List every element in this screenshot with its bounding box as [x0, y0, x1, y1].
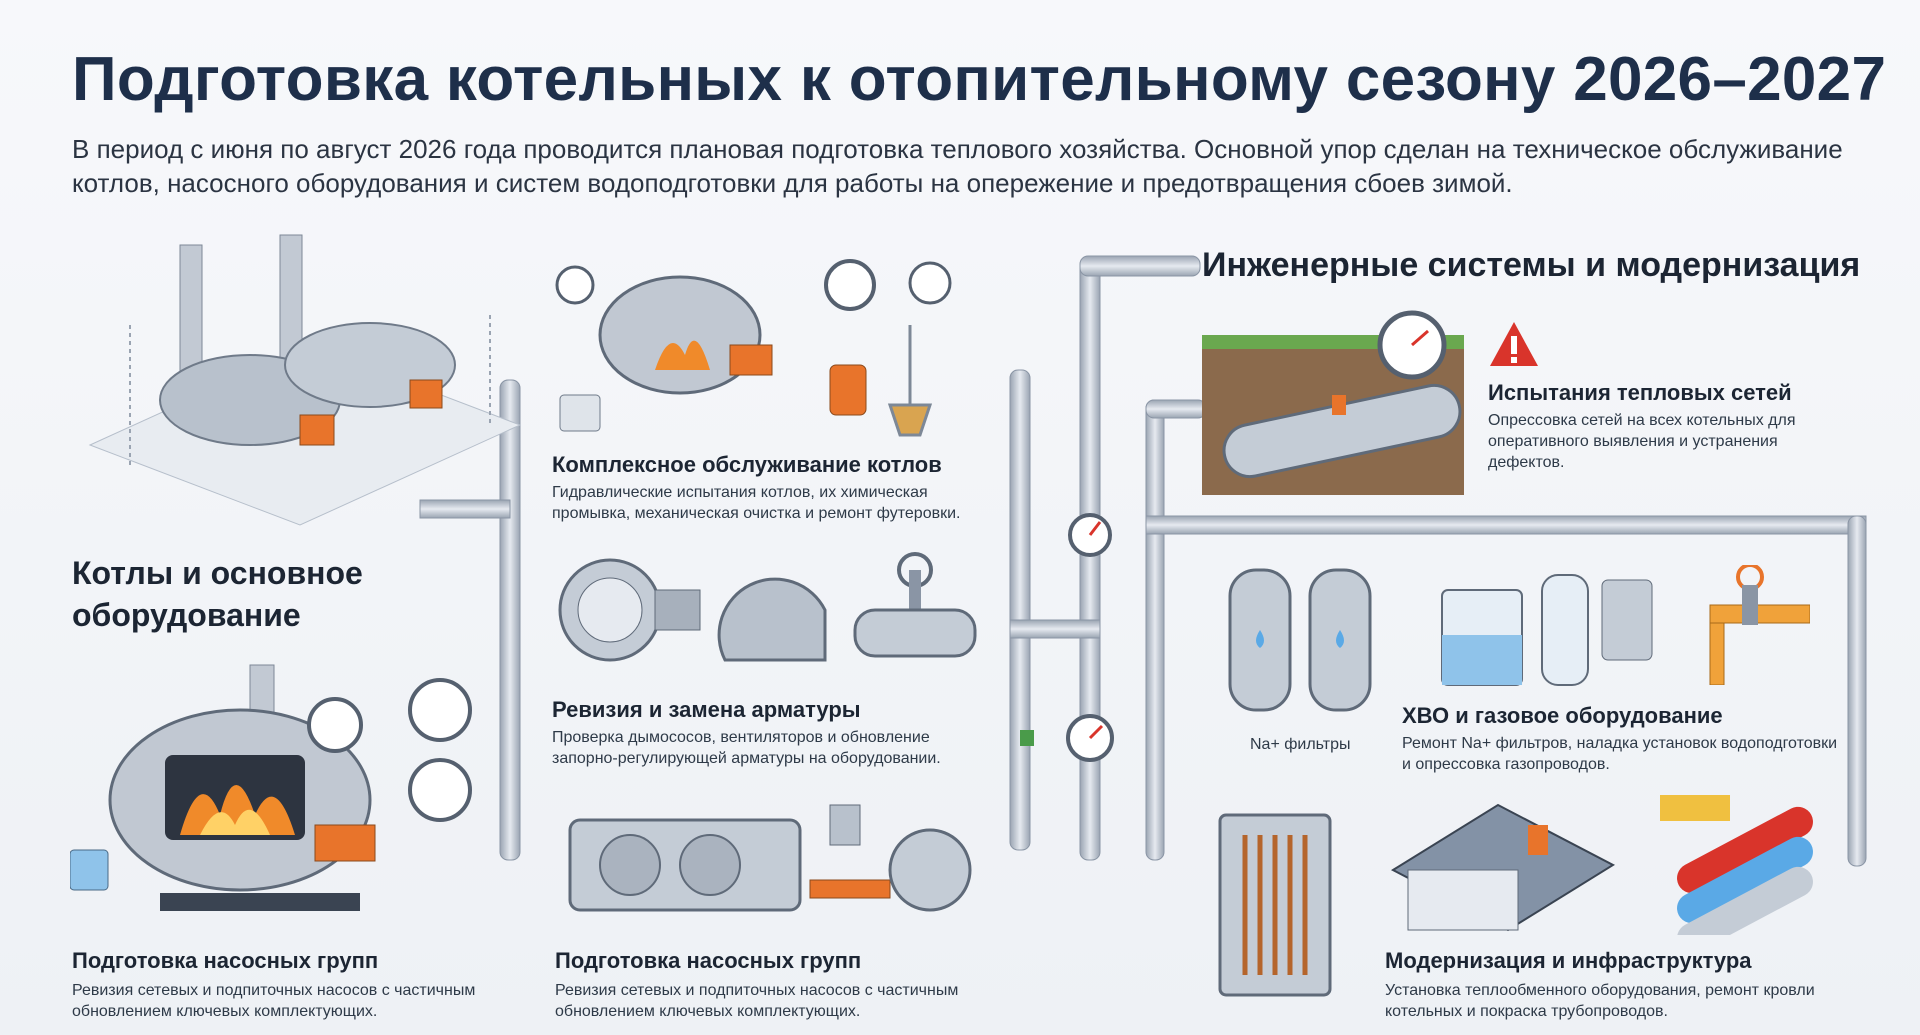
valve-icon — [853, 552, 977, 658]
valve-icon — [1709, 565, 1810, 685]
network-tests-desc: Опрессовка сетей на всех котельных для о… — [1488, 412, 1796, 471]
pumps-desc: Ревизия сетевых и подпиточных насосов с … — [555, 982, 959, 1020]
pressure-gauge-icon — [408, 678, 472, 742]
page-title: Подготовка котельных к отопительному сез… — [72, 45, 1887, 114]
pipe-icon — [1202, 310, 1464, 495]
boiler-service-desc: Гидравлические испытания котлов, их хими… — [552, 484, 961, 522]
filter-tank-icon — [1441, 574, 1653, 686]
pressure-gauge-icon — [555, 265, 595, 305]
roof-icon — [1390, 803, 1616, 932]
pressure-gauge-icon — [1020, 714, 1114, 762]
boilers-heading: Котлы и основное оборудование — [72, 555, 363, 633]
valves-desc: Проверка дымососов, вентиляторов и обнов… — [552, 729, 941, 767]
pressure-gauge-icon — [408, 758, 472, 822]
pumps-title: Подготовка насосных групп — [555, 948, 862, 973]
modernization-desc: Установка теплообменного оборудования, р… — [1385, 982, 1815, 1020]
fan-icon — [558, 552, 977, 662]
boiler-icon — [555, 259, 952, 437]
warning-icon — [1490, 322, 1538, 366]
modernization-title: Модернизация и инфраструктура — [1385, 948, 1752, 973]
pumps-left-title: Подготовка насосных групп — [72, 948, 379, 973]
engineering-heading: Инженерные системы и модернизация — [1202, 246, 1861, 284]
filter-tank-icon — [1228, 568, 1372, 712]
pressure-gauge-icon — [1068, 513, 1112, 557]
boiler-room-icon — [88, 234, 522, 526]
pump-icon — [568, 804, 972, 912]
valves-title: Ревизия и замена арматуры — [552, 697, 861, 722]
boiler-icon — [70, 664, 472, 911]
water-gas-title: ХВО и газовое оборудование — [1402, 703, 1723, 728]
pumps-left-desc: Ревизия сетевых и подпиточных насосов с … — [72, 982, 476, 1020]
boiler-service-title: Комплексное обслуживание котлов — [552, 452, 942, 477]
pressure-gauge-icon — [307, 697, 363, 753]
na-filters-label: Na+ фильтры — [1250, 736, 1351, 753]
intro-text: В период с июня по август 2026 года пров… — [72, 134, 1843, 198]
water-gas-desc: Ремонт Na+ фильтров, наладка установок в… — [1402, 735, 1838, 773]
pressure-gauge-icon — [824, 259, 876, 311]
pressure-gauge-icon — [908, 261, 952, 305]
network-tests-title: Испытания тепловых сетей — [1488, 380, 1792, 405]
heat-exchanger-icon — [1218, 813, 1332, 997]
pipe-icon — [1660, 795, 1813, 935]
